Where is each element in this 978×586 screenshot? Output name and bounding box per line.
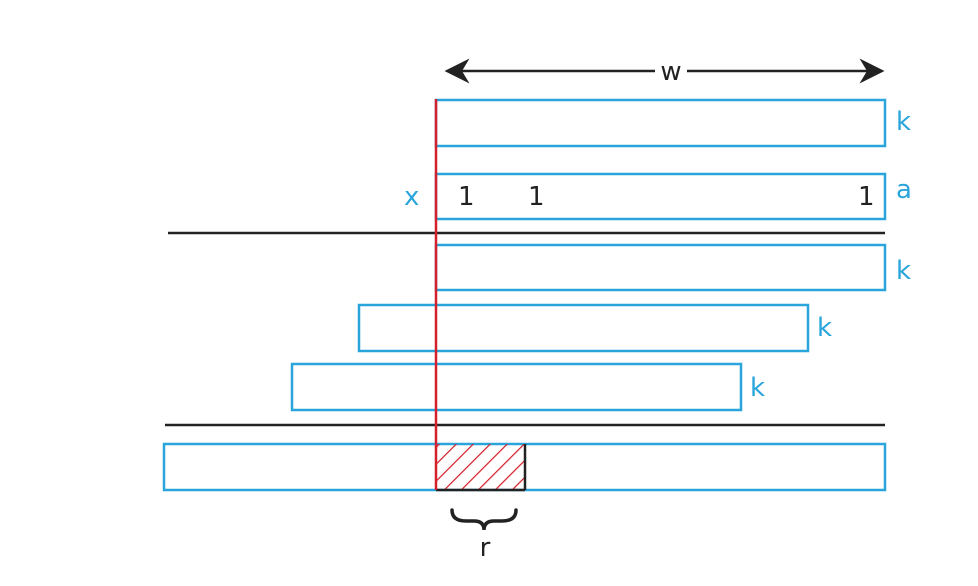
row-2-box bbox=[434, 172, 887, 221]
remainder-hatched-region bbox=[436, 444, 525, 490]
remainder-brace bbox=[450, 508, 518, 531]
row-1-label: k bbox=[896, 107, 911, 137]
row-3-label: k bbox=[896, 256, 911, 286]
row-5-box bbox=[290, 362, 743, 412]
row-4-label: k bbox=[817, 313, 832, 343]
row-2-label: a bbox=[896, 175, 912, 205]
remainder-label: r bbox=[480, 533, 491, 563]
bit-2: 1 bbox=[528, 182, 545, 212]
row-1-box bbox=[434, 98, 887, 148]
bit-1: 1 bbox=[458, 182, 475, 212]
bit-3: 1 bbox=[858, 182, 875, 212]
x-label: x bbox=[404, 182, 419, 212]
width-label: w bbox=[660, 57, 681, 87]
row-5-label: k bbox=[750, 373, 765, 403]
row-3-box bbox=[434, 243, 887, 292]
row-4-box bbox=[357, 303, 810, 353]
